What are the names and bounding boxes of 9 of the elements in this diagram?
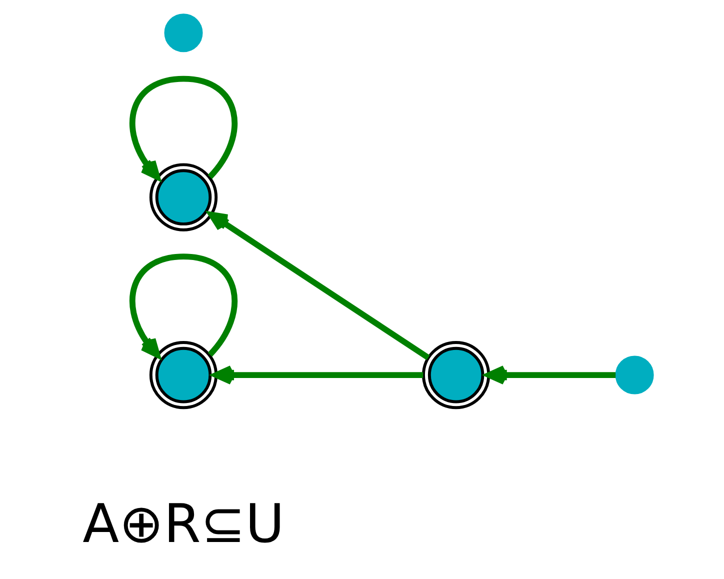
node-circle xyxy=(422,340,490,410)
arrow xyxy=(129,254,238,358)
arrow xyxy=(129,76,238,180)
node-circle xyxy=(149,340,218,410)
node-circle xyxy=(164,14,203,52)
node-circle xyxy=(615,356,654,394)
label: A⊕R⊆U xyxy=(82,493,284,556)
node-circle xyxy=(149,163,218,232)
arrow xyxy=(208,212,430,360)
